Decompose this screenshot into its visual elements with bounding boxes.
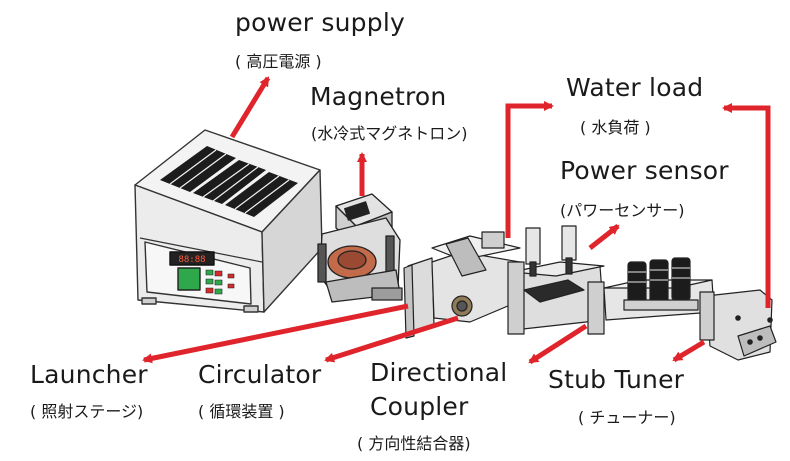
label-directional-coupler-line1: Directional	[370, 358, 508, 387]
arrow-water-load-right	[722, 103, 771, 308]
label-magnetron-jp: (水冷式マグネトロン)	[311, 124, 468, 143]
label-directional-coupler-jp: ( 方向性結合器)	[357, 434, 471, 453]
waveguide-line	[403, 225, 777, 361]
power-supply-indicator-leds	[205, 269, 235, 295]
label-circulator: Circulator	[198, 360, 322, 389]
label-launcher: Launcher	[30, 360, 148, 389]
power-supply-unit: 88:88	[134, 129, 323, 313]
power-supply-meter	[177, 267, 201, 291]
magnetron-unit	[317, 193, 403, 303]
label-power-supply: power supply	[235, 8, 405, 37]
power-supply-display-readout: 88:88	[178, 255, 205, 265]
arrow-water-load-left	[505, 101, 554, 238]
label-water-load: Water load	[566, 73, 704, 102]
label-power-sensor: Power sensor	[560, 156, 729, 185]
label-magnetron: Magnetron	[310, 82, 447, 111]
label-directional-coupler-line2: Coupler	[370, 392, 469, 421]
label-power-sensor-jp: (パワーセンサー)	[560, 201, 685, 220]
arrow-circulator	[324, 315, 459, 363]
circulator-gear	[451, 295, 473, 317]
label-circulator-jp: ( 循環装置 )	[198, 402, 285, 421]
label-launcher-jp: ( 照射ステージ)	[30, 402, 144, 421]
power-supply-display	[169, 251, 215, 266]
label-stub-tuner: Stub Tuner	[548, 365, 685, 394]
power-supply-vent-grille	[160, 146, 298, 217]
arrow-launcher	[142, 303, 409, 364]
power-sensor-heads	[523, 225, 585, 303]
label-water-load-jp: ( 水負荷 )	[580, 118, 651, 137]
arrow-power-sensor	[588, 224, 620, 250]
water-load-end	[705, 289, 773, 361]
callout-arrows	[142, 76, 771, 365]
label-power-supply-jp: ( 高圧電源 )	[235, 52, 322, 71]
arrow-power-supply	[229, 76, 271, 139]
stub-tuner-knobs	[623, 257, 699, 311]
label-stub-tuner-jp: ( チューナー)	[578, 408, 676, 427]
arrow-stub-tuner	[672, 339, 706, 363]
power-supply-feet	[141, 297, 259, 313]
arrow-directional-coupler	[528, 323, 588, 365]
